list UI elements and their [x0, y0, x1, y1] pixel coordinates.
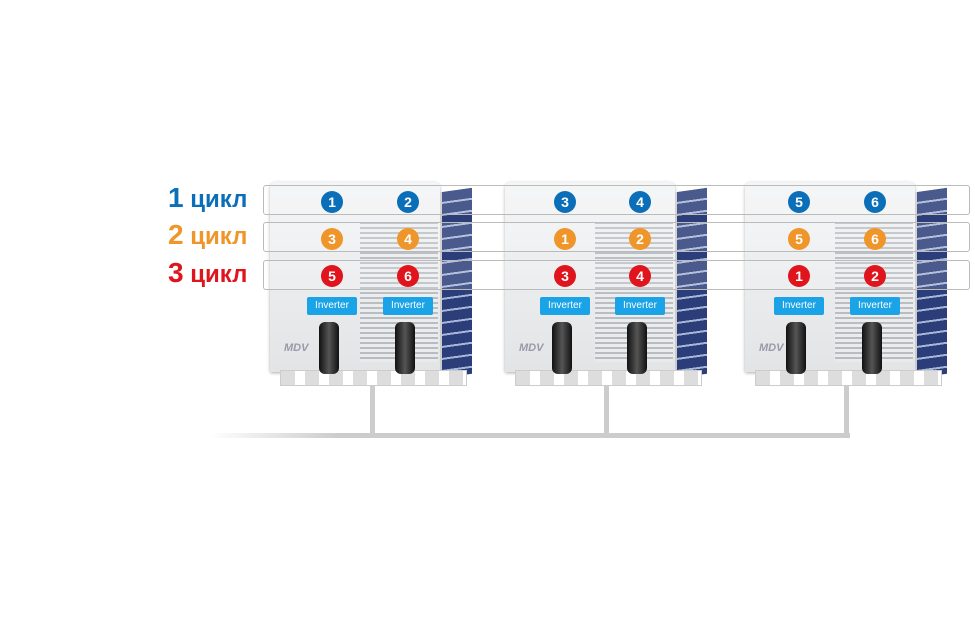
compressor-icon — [319, 322, 339, 374]
brand-logo: MDV — [284, 342, 309, 354]
compressor-number-badge: 2 — [629, 228, 651, 250]
cycle-band-3 — [263, 260, 970, 290]
cycle-label-1: 1 цикл — [168, 182, 248, 213]
branch-pipe — [370, 385, 375, 435]
compressor-number-badge: 2 — [397, 191, 419, 213]
compressor-icon — [552, 322, 572, 374]
unit-base — [755, 370, 942, 386]
compressor-number-badge: 6 — [864, 228, 886, 250]
cycle-label-2: 2 цикл — [168, 219, 248, 250]
branch-pipe — [844, 385, 849, 435]
compressor-icon — [786, 322, 806, 374]
brand-logo: MDV — [519, 342, 544, 354]
inverter-label: Inverter — [307, 297, 357, 315]
cycle-label-3: 3 цикл — [168, 257, 248, 288]
compressor-number-badge: 4 — [397, 228, 419, 250]
compressor-number-badge: 3 — [554, 265, 576, 287]
compressor-number-badge: 4 — [629, 191, 651, 213]
compressor-number-badge: 4 — [629, 265, 651, 287]
inverter-label: Inverter — [615, 297, 665, 315]
compressor-number-badge: 3 — [321, 228, 343, 250]
compressor-number-badge: 1 — [788, 265, 810, 287]
inverter-label: Inverter — [774, 297, 824, 315]
compressor-number-badge: 1 — [554, 228, 576, 250]
inverter-label: Inverter — [540, 297, 590, 315]
outdoor-unit: MDV — [270, 182, 475, 386]
branch-pipe — [604, 385, 609, 435]
compressor-number-badge: 6 — [397, 265, 419, 287]
inverter-label: Inverter — [383, 297, 433, 315]
unit-base — [515, 370, 702, 386]
compressor-icon — [627, 322, 647, 374]
main-pipe — [210, 433, 850, 438]
cycle-band-2 — [263, 222, 970, 252]
compressor-number-badge: 5 — [788, 228, 810, 250]
cycle-band-1 — [263, 185, 970, 215]
compressor-number-badge: 1 — [321, 191, 343, 213]
compressor-number-badge: 5 — [321, 265, 343, 287]
compressor-number-badge: 3 — [554, 191, 576, 213]
compressor-icon — [862, 322, 882, 374]
compressor-number-badge: 6 — [864, 191, 886, 213]
compressor-number-badge: 2 — [864, 265, 886, 287]
inverter-label: Inverter — [850, 297, 900, 315]
brand-logo: MDV — [759, 342, 784, 354]
unit-base — [280, 370, 467, 386]
compressor-icon — [395, 322, 415, 374]
compressor-number-badge: 5 — [788, 191, 810, 213]
